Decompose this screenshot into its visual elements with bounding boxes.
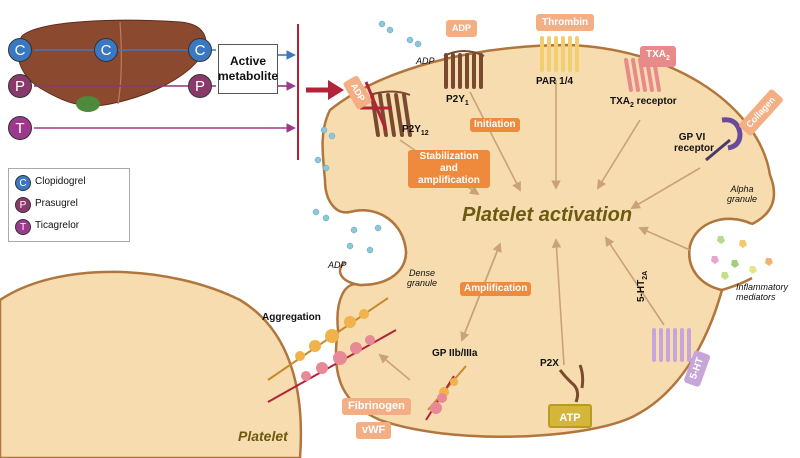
active-metabolite-box: Active metabolite [218, 44, 278, 94]
liver-illustration [17, 19, 207, 112]
par-label: PAR 1/4 [536, 76, 574, 87]
inflammatory-label: Inflammatory mediators [736, 282, 789, 302]
inhibition-arrow [306, 80, 344, 100]
clopidogrel-marker-start: C [8, 38, 32, 62]
legend-prasugrel-icon: P [15, 197, 31, 213]
fibrinogen-box: Fibrinogen [342, 398, 411, 415]
dense-granule-label: Dense granule [406, 268, 438, 288]
adp-ligand-box: ADP [446, 20, 478, 37]
atp-box: ATP [548, 404, 592, 428]
ht2a-receptor [652, 328, 691, 362]
p2x-label: P2X [540, 358, 559, 369]
adp-dense-label: ADP [328, 260, 347, 270]
thrombin-box: Thrombin [536, 14, 595, 31]
aggregation-bridge [267, 297, 467, 421]
amplification-label: Amplification [460, 282, 532, 296]
clopidogrel-marker-end: C [188, 38, 212, 62]
p2y12-label: P2Y12 [402, 124, 429, 137]
legend-clopidogrel-icon: C [15, 175, 31, 191]
adp-label-top: ADP [416, 56, 435, 66]
clopidogrel-marker-liver: C [94, 38, 118, 62]
legend-clopidogrel-label: Clopidogrel [35, 176, 86, 187]
legend-ticagrelor-icon: T [15, 219, 31, 235]
txa2-box: TXA2 [640, 46, 676, 67]
p2x-receptor [558, 364, 585, 403]
aggregation-label: Aggregation [262, 312, 321, 323]
p2y1-receptor [443, 50, 485, 89]
vwf-box: vWF [356, 422, 392, 439]
legend-prasugrel-label: Prasugrel [35, 198, 78, 209]
platelet-label: Platelet [238, 428, 288, 444]
txa2-receptor-label: TXA2 receptor [610, 96, 677, 109]
platelet-activation-title: Platelet activation [462, 204, 633, 226]
platelet-left-cell [0, 270, 303, 458]
alpha-granule [688, 217, 753, 292]
p2y12-receptor [360, 81, 412, 137]
ticagrelor-marker: T [8, 116, 32, 140]
p2y1-label: P2Y1 [446, 94, 469, 107]
gp2b3a-label: GP IIb/IIIa [432, 348, 478, 359]
legend-ticagrelor-label: Ticagrelor [35, 220, 80, 231]
prasugrel-marker-end: P [188, 74, 212, 98]
inflammatory-mediators [711, 236, 773, 280]
stabilization-label: Stabilization and amplification [408, 150, 490, 188]
adp-molecules [312, 20, 422, 254]
prasugrel-marker-start: P [8, 74, 32, 98]
drug-legend: C Clopidogrel P Prasugrel T Ticagrelor [8, 168, 130, 242]
par-receptor [540, 36, 579, 72]
txa2-receptor [624, 58, 661, 92]
gpvi-receptor [705, 117, 743, 162]
initiation-label: Initiation [470, 118, 520, 132]
alpha-granule-label: Alpha granule [726, 184, 758, 204]
ht2a-label: 5-HT2A [636, 270, 649, 302]
